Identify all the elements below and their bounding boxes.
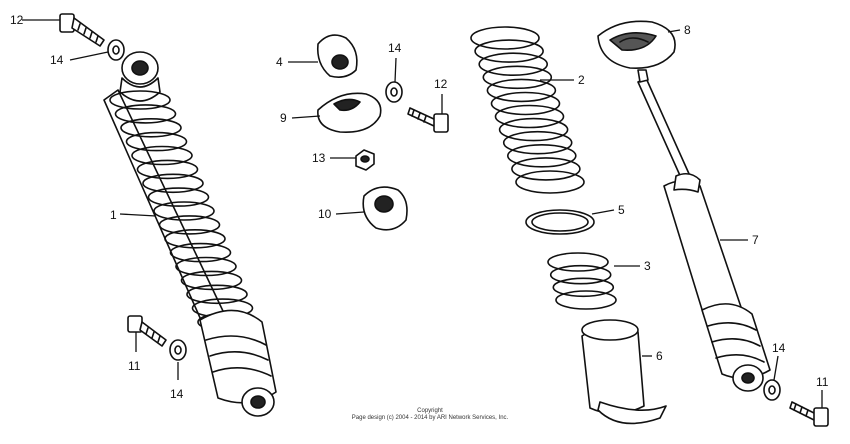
callout-11-right: 11 <box>816 375 829 389</box>
washer-14-upper-left[interactable] <box>107 39 125 61</box>
leader-lines <box>22 19 823 408</box>
copyright-notice: Copyright Page design (c) 2004 - 2014 by… <box>300 408 560 422</box>
callout-7: 7 <box>752 233 759 247</box>
copyright-title: Copyright <box>417 408 443 414</box>
rear-shock-assembly[interactable] <box>103 51 277 417</box>
sub-spring-3-coil <box>555 290 617 310</box>
spring-cover-6[interactable] <box>581 319 667 425</box>
callout-14-center: 14 <box>388 41 402 55</box>
spring-retainer-9[interactable] <box>317 92 382 133</box>
shock-spring-1-coil <box>120 118 182 138</box>
callout-2: 2 <box>578 73 585 87</box>
shock-spring-2-coil <box>474 39 544 63</box>
spring-seat-ring-5[interactable] <box>525 209 595 235</box>
shock-spring-1-coil <box>169 242 232 263</box>
shock-spring-2-coil <box>486 78 557 103</box>
bolt-11-right[interactable] <box>789 401 829 427</box>
callout-12-upper-left: 12 <box>10 13 24 27</box>
shock-spring-2-coil <box>478 52 549 76</box>
shock-spring-2-coil <box>470 26 540 50</box>
callout-14-upper-left: 14 <box>50 53 64 67</box>
shock-spring-1-coil <box>142 173 204 194</box>
callout-11-left: 11 <box>128 359 141 373</box>
callout-labels: 12 14 1 11 14 4 9 13 10 14 12 2 5 3 6 7 … <box>10 13 829 401</box>
shock-spring-1-coil <box>153 201 215 221</box>
shock-spring-2-coil <box>511 157 581 181</box>
callout-1: 1 <box>110 208 117 222</box>
callout-12-center: 12 <box>434 77 448 91</box>
callout-14-lower-left: 14 <box>170 387 184 401</box>
washer-14-lower-left[interactable] <box>169 339 187 361</box>
callout-6: 6 <box>656 349 663 363</box>
shock-damper-7[interactable] <box>637 69 771 392</box>
callout-8: 8 <box>684 23 691 37</box>
sub-spring-3-coil <box>552 277 615 298</box>
callout-4: 4 <box>276 55 283 69</box>
shock-spring-1-coil <box>114 104 177 124</box>
shock-spring-2-coil <box>515 170 585 194</box>
shock-spring-1-coil <box>186 284 248 305</box>
sub-spring-3-coil <box>547 252 609 272</box>
sub-spring-3-coil <box>549 264 612 285</box>
shock-spring-1-coil <box>158 215 221 235</box>
shock-spring-2-coil <box>490 91 561 116</box>
washer-14-center[interactable] <box>385 81 403 103</box>
washer-14-right[interactable] <box>763 379 781 401</box>
sub-spring-3[interactable] <box>547 252 617 310</box>
shock-spring-1-coil <box>125 131 188 152</box>
shock-spring-2-coil <box>502 130 573 155</box>
bolt-12-upper-left[interactable] <box>59 13 105 47</box>
shock-spring-1-coil <box>164 229 226 249</box>
shock-spring-1-coil <box>175 256 237 277</box>
callout-14-right: 14 <box>772 341 786 355</box>
shock-spring-1-coil <box>147 187 210 207</box>
shock-spring-2-coil <box>506 144 577 168</box>
shock-spring-1-coil <box>131 145 193 166</box>
upper-spring-seat-8[interactable] <box>597 20 676 69</box>
bolt-11-lower-left[interactable] <box>127 315 167 347</box>
copyright-line: Page design (c) 2004 - 2014 by ARI Netwo… <box>351 415 509 421</box>
shock-spring-2-coil <box>482 65 553 90</box>
bolt-12-center[interactable] <box>407 107 449 133</box>
rubber-bushing-10[interactable] <box>362 186 408 231</box>
callout-9: 9 <box>280 111 287 125</box>
callout-5: 5 <box>618 203 625 217</box>
shock-spring-1-coil <box>109 90 171 110</box>
shock-spring-1-coil <box>136 159 199 180</box>
rubber-bushing-4[interactable] <box>316 34 358 78</box>
shock-spring-1-coil <box>180 270 243 291</box>
callout-3: 3 <box>644 259 651 273</box>
callout-10: 10 <box>318 207 332 221</box>
shock-spring-2[interactable] <box>470 26 585 194</box>
shock-spring-2-coil <box>494 104 565 129</box>
shock-spring-2-coil <box>498 117 569 142</box>
nut-13[interactable] <box>355 149 375 171</box>
callout-13: 13 <box>312 151 326 165</box>
